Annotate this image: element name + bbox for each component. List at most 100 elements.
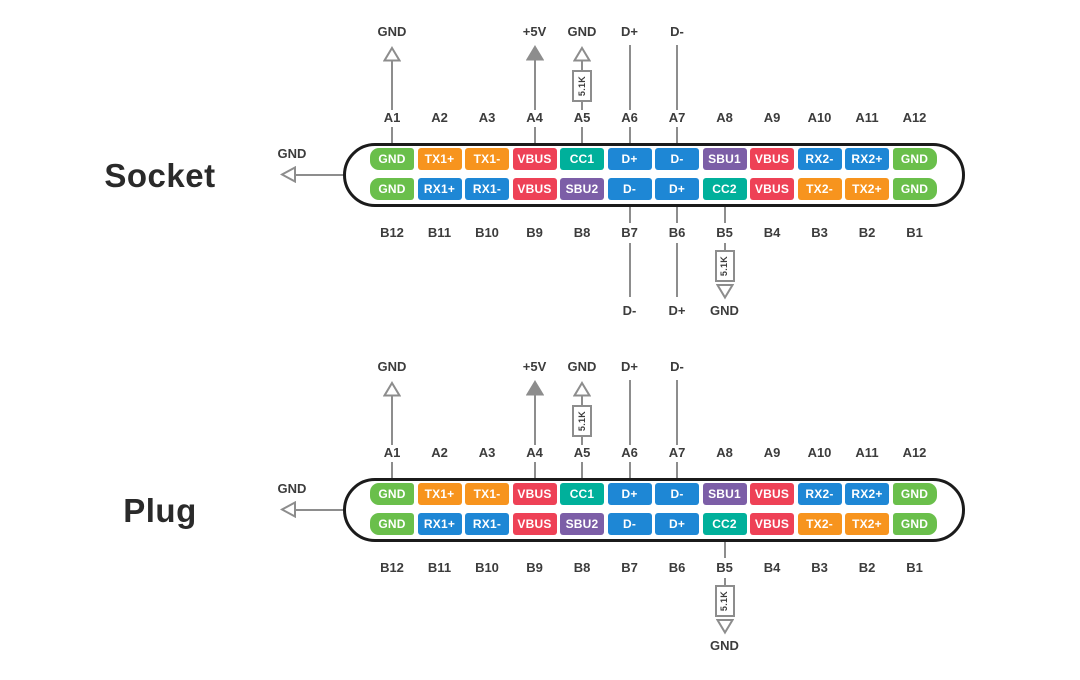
pin-number-label: A10 [807, 445, 832, 460]
pin-cell: VBUS [512, 178, 557, 200]
pin-number-label: A6 [621, 110, 638, 125]
pin-cell: GND [370, 148, 414, 170]
wire-line [391, 395, 393, 445]
bottom-annotation-label: GND [710, 638, 739, 653]
pin-number-label: A2 [431, 445, 448, 460]
pin-number-label: A7 [668, 445, 686, 460]
wire-line [533, 58, 536, 110]
pin-cell: GND [892, 483, 937, 505]
pin-number-label: A7 [668, 110, 686, 125]
top-annotation-label: GND [377, 24, 407, 39]
pin-number-label: B2 [858, 225, 876, 240]
tick-line [391, 462, 393, 479]
pin-number-label: A1 [383, 110, 401, 125]
pin-cell: D+ [655, 513, 699, 535]
connector-title: Plug [123, 492, 197, 529]
pin-number-label: A3 [478, 445, 496, 460]
pin-cell: CC2 [702, 513, 747, 535]
pin-cell: SBU1 [702, 483, 747, 505]
wire-line [581, 437, 583, 445]
wire-line [723, 578, 726, 586]
pin-number-label: A4 [526, 110, 543, 125]
resistor: 5.1K [714, 585, 735, 617]
pin-cell: RX2+ [845, 148, 889, 170]
top-annotation-label: GND [567, 359, 597, 374]
left-annotation-label: GND [277, 146, 307, 161]
pin-number-label: B10 [475, 560, 499, 575]
pin-cell: VBUS [750, 148, 794, 170]
pin-cell: TX2+ [845, 178, 889, 200]
pin-cell: RX2- [797, 148, 842, 170]
pin-cell: GND [892, 513, 937, 535]
pin-number-label: B6 [668, 225, 686, 240]
pin-cell: VBUS [750, 513, 794, 535]
pin-number-label: B1 [906, 225, 923, 240]
open-arrow-down-icon [715, 618, 734, 635]
pin-number-label: A12 [902, 445, 927, 460]
top-annotation-label: D- [670, 359, 684, 374]
open-arrow-down-icon [715, 283, 734, 300]
pin-cell: VBUS [512, 513, 557, 535]
pin-cell: TX2- [797, 178, 842, 200]
wire-line [581, 395, 583, 406]
pin-cell: GND [370, 483, 414, 505]
left-wire-line [294, 509, 344, 511]
tick-line [533, 462, 536, 479]
pin-number-label: B12 [380, 225, 404, 240]
top-annotation-label: D+ [621, 359, 638, 374]
tick-line [723, 207, 726, 223]
resistor-value: 5.1K [577, 410, 587, 432]
pin-cell: TX1- [465, 148, 509, 170]
pin-number-label: A9 [763, 445, 781, 460]
pin-cell: VBUS [512, 148, 557, 170]
pin-number-label: A5 [573, 445, 591, 460]
resistor-value: 5.1K [719, 255, 730, 277]
pin-number-label: A11 [855, 445, 879, 460]
pin-number-label: A12 [902, 110, 927, 125]
resistor-value: 5.1K [719, 590, 730, 612]
pin-number-label: B8 [573, 225, 591, 240]
pin-number-label: B3 [811, 560, 828, 575]
pin-cell: D- [607, 178, 652, 200]
resistor: 5.1K [714, 250, 735, 282]
pin-cell: D- [655, 483, 699, 505]
pin-cell: RX2- [797, 483, 842, 505]
pin-number-label: B3 [811, 225, 828, 240]
tick-line [676, 207, 678, 223]
pin-cell: RX1- [465, 513, 509, 535]
pin-cell: D+ [607, 483, 652, 505]
pin-number-label: B5 [716, 560, 733, 575]
pin-number-label: A10 [807, 110, 832, 125]
pin-number-label: A2 [431, 110, 448, 125]
top-annotation-label: D- [670, 24, 684, 39]
bottom-annotation-label: D+ [668, 303, 686, 318]
wire-line [533, 393, 536, 445]
pin-cell: GND [892, 178, 937, 200]
pin-number-label: B9 [526, 560, 543, 575]
tick-line [533, 127, 536, 144]
top-annotation-label: GND [377, 359, 407, 374]
pin-number-label: A6 [621, 445, 638, 460]
resistor: 5.1K [572, 405, 592, 437]
pin-cell: D- [607, 513, 652, 535]
wire-line [391, 60, 393, 110]
tick-line [723, 542, 726, 558]
pin-number-label: B4 [763, 560, 781, 575]
pin-cell: TX2+ [845, 513, 889, 535]
pin-number-label: B11 [427, 225, 452, 240]
bottom-annotation-label: GND [710, 303, 739, 318]
pin-cell: D- [655, 148, 699, 170]
tick-line [676, 127, 678, 144]
pin-number-label: B7 [621, 225, 638, 240]
wire-line [723, 243, 726, 251]
pin-number-label: B9 [526, 225, 543, 240]
pin-cell: GND [892, 148, 937, 170]
left-annotation-label: GND [277, 481, 307, 496]
pin-number-label: B2 [858, 560, 876, 575]
pin-number-label: B4 [763, 225, 781, 240]
resistor: 5.1K [572, 70, 592, 102]
tick-line [581, 462, 583, 479]
tick-line [628, 462, 631, 479]
left-wire-line [294, 174, 344, 176]
